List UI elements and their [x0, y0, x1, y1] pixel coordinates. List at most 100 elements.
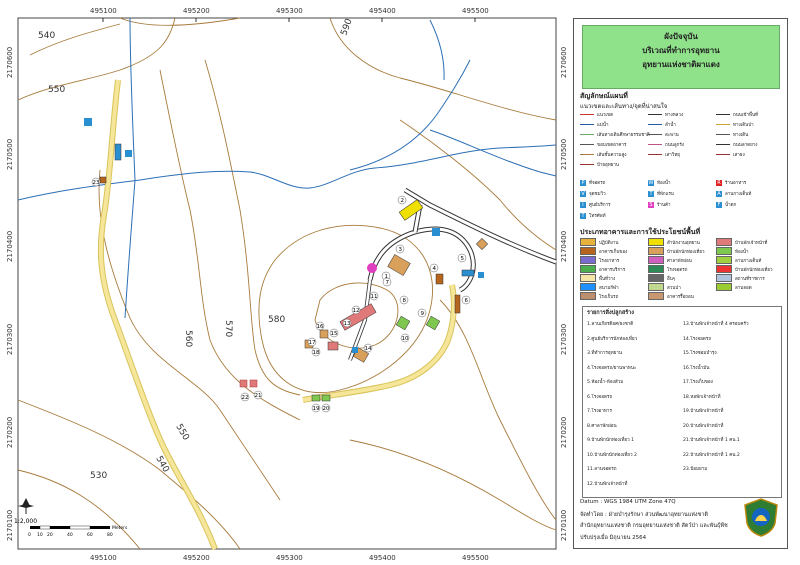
label-17: 17 — [307, 337, 317, 347]
building-office — [387, 254, 411, 276]
line-legend-label: เสาธง — [733, 153, 745, 158]
landuse-legend-label: พื้นที่ว่าง — [599, 276, 616, 282]
landuse-legend-label: โรงเก็บรถ — [599, 294, 619, 300]
info-icon — [478, 272, 484, 278]
svg-text:23: 23 — [93, 180, 100, 186]
y-tick-label: 2170300 — [6, 324, 14, 355]
contour-ne — [399, 119, 557, 251]
svg-text:21: 21 — [255, 393, 262, 399]
landuse-legend-item: สำนักงานอุทยาน — [648, 238, 700, 246]
building-guard — [99, 176, 107, 184]
landuse-legend-item: บ้านพักนักท่องเที่ยว — [716, 265, 773, 273]
svg-text:Meters: Meters — [112, 525, 128, 531]
icon-legend-label: ร้านอาหาร — [725, 181, 747, 186]
icon-legend-label: จุดชมวิว — [589, 192, 606, 197]
landuse-swatch — [580, 247, 596, 255]
line-swatch — [716, 144, 730, 145]
legend-symbol-icon: T — [580, 212, 586, 219]
building-staff — [319, 329, 329, 339]
line-swatch — [580, 134, 594, 135]
x-tick-label: 495500 — [462, 7, 489, 15]
symbols-title: สัญลักษณ์แผนที่ — [580, 92, 628, 100]
agency-logo-icon — [744, 498, 778, 537]
landuse-legend-label: อาคารบริการ — [599, 267, 626, 273]
label-23: 23 — [91, 177, 101, 187]
line-legend-item: ลำน้ำ — [648, 121, 676, 128]
streams — [17, 17, 557, 319]
svg-text:40: 40 — [67, 532, 73, 536]
landuse-swatch — [716, 283, 732, 291]
landuse-legend-item: พื้นที่ว่าง — [580, 274, 615, 282]
landuse-swatch — [648, 256, 664, 264]
shop-icon — [367, 263, 377, 273]
main-road — [98, 79, 217, 550]
y-tick-label: 2170200 — [6, 417, 14, 448]
building-list-item: 21.บ้านพักเจ้าหน้าที่ 1 คน.1 — [683, 438, 740, 443]
svg-text:5: 5 — [461, 256, 465, 262]
building-list-item: 11.ลานจอดรถ — [587, 467, 617, 472]
icon-legend-label: ห้องน้ำ — [657, 181, 671, 186]
contour-570 — [204, 59, 301, 396]
map-icons — [84, 118, 484, 353]
landuse-swatch — [580, 283, 596, 291]
building-list-item: 13.บ้านพักเจ้าหน้าที่ 4 ครอบครัว — [683, 322, 749, 327]
svg-text:19: 19 — [313, 406, 320, 412]
legend-panel: ผังปัจจุบัน บริเวณที่ทำการอุทยาน อุทยานแ… — [573, 18, 788, 549]
line-legend-label: เส้นทางเดินศึกษาธรรมชาติ — [597, 133, 650, 138]
landuse-legend-label: อาคารเก็บของ — [599, 249, 628, 255]
landuse-legend-label: สำนักงานอุทยาน — [667, 240, 700, 246]
legend-symbol-icon: F — [716, 201, 722, 208]
x-tick-label: 495400 — [369, 554, 396, 562]
stream-ne — [349, 59, 471, 171]
contour-550b — [17, 399, 241, 550]
paved-road-east — [404, 188, 557, 264]
line-legend-item: สะพาน — [648, 131, 679, 138]
title-line-2: บริเวณที่ทำการอุทยาน — [642, 46, 720, 55]
legend-symbol-icon: T — [648, 190, 654, 197]
map-title-box: ผังปัจจุบัน บริเวณที่ทำการอุทยาน อุทยานแ… — [582, 25, 780, 89]
line-swatch — [580, 144, 594, 145]
title-line-3: อุทยานแห่งชาติผาแดง — [642, 60, 720, 69]
y-tick-label: 2170200 — [560, 417, 568, 448]
contour-label: 570 — [223, 320, 233, 337]
line-swatch — [716, 134, 730, 135]
landuse-legend-item: บ้านพักเจ้าหน้าที่ — [716, 238, 767, 246]
stream-north — [129, 17, 136, 181]
contour-label: 580 — [268, 315, 285, 325]
building-list-item: 7.โรงอาหาร — [587, 409, 612, 414]
contour-label: 540 — [38, 31, 55, 41]
building-pavilion — [395, 315, 411, 331]
x-tick-label: 495200 — [183, 554, 210, 562]
label-20: 20 — [321, 403, 331, 413]
contour-590b — [314, 282, 399, 349]
building-list-item: 6.โรงจอดรถ — [587, 394, 613, 400]
building-list-item: 1.ลานเกียรติยศ/ธงชาติ — [587, 322, 634, 327]
building-list-item: 16.โรงน้ำมัน — [683, 365, 710, 371]
landuse-swatch — [648, 274, 664, 282]
landuse-legend-item: โรงอาหาร — [580, 256, 619, 264]
y-tick-label: 2170600 — [560, 47, 568, 78]
building-house-22 — [249, 379, 258, 388]
building-list-item: 22.บ้านพักเจ้าหน้าที่ 1 คน.2 — [683, 452, 740, 458]
svg-text:14: 14 — [365, 346, 372, 352]
legend-symbol-icon: V — [580, 190, 586, 197]
main-stream — [17, 144, 557, 201]
building-list-item: 3.ที่ทำการอุทยาน — [587, 351, 623, 356]
building-list-item: 19.บ้านพักเจ้าหน้าที่ — [683, 409, 724, 414]
icon-legend-label: ร้านค้า — [657, 203, 671, 208]
label-7: 7 — [382, 277, 392, 287]
icon-legend-label: น้ำตก — [725, 203, 737, 208]
legend-symbol-icon: A — [716, 190, 722, 197]
legend-symbol-icon: W — [648, 179, 654, 186]
y-tick-label: 2170600 — [6, 47, 14, 78]
label-16: 16 — [315, 321, 325, 331]
svg-text:2: 2 — [401, 198, 405, 204]
y-tick-label: 2170100 — [6, 510, 14, 541]
icon-legend-label: ที่จอดรถ — [589, 181, 606, 186]
line-swatch — [580, 114, 594, 115]
svg-text:3: 3 — [399, 247, 403, 253]
contour-s — [349, 439, 557, 531]
